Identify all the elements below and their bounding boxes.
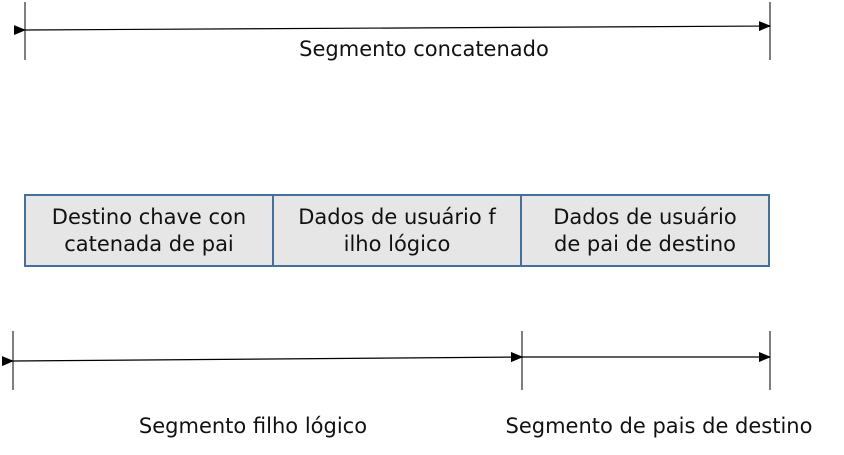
box-parent-key-text: Destino chave con catenada de pai bbox=[51, 204, 247, 256]
box-parent-user-data-text: Dados de usuário de pai de destino bbox=[553, 204, 737, 256]
box-parent-user-data: Dados de usuário de pai de destino bbox=[520, 196, 768, 265]
box-child-user-data: Dados de usuário f ilho lógico bbox=[272, 196, 520, 265]
top-span-arrow bbox=[13, 21, 771, 36]
segment-boxes: Destino chave con catenada de pai Dados … bbox=[24, 194, 770, 267]
logical-child-segment-label: Segmento filho lógico bbox=[138, 414, 368, 438]
destination-parent-segment-label: Segmento de pais de destino bbox=[505, 414, 813, 438]
concatenated-segment-label: Segmento concatenado bbox=[299, 37, 549, 61]
child-span-arrow bbox=[1, 352, 523, 367]
box-child-user-data-text: Dados de usuário f ilho lógico bbox=[298, 204, 496, 256]
box-parent-key: Destino chave con catenada de pai bbox=[26, 196, 272, 265]
